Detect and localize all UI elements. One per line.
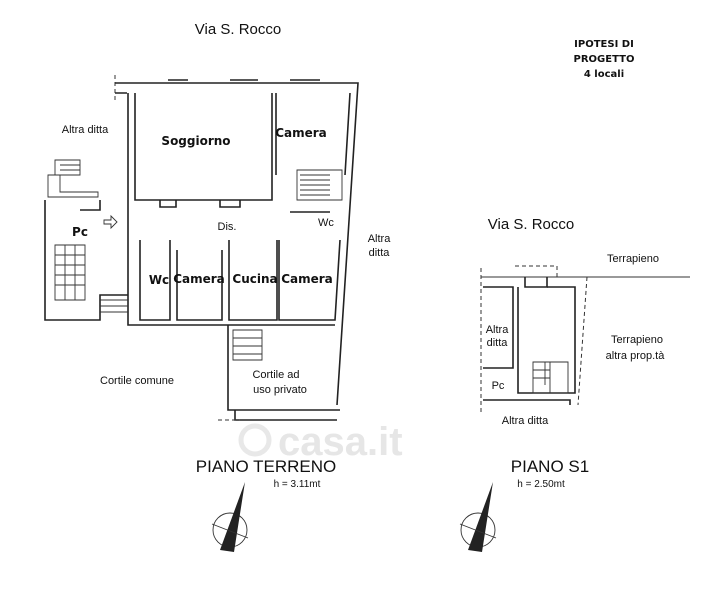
project-note: 4 locali [584, 69, 624, 80]
courtyard-label: uso privato [253, 384, 307, 396]
svg-text:casa.it: casa.it [278, 420, 403, 464]
neighbor-label: Altra [368, 233, 392, 245]
watermark: casa.it [238, 420, 403, 464]
entrance-arrow-icon [103, 214, 118, 230]
area-label: Terrapieno [611, 334, 663, 346]
floor-height: h = 2.50mt [517, 479, 565, 490]
room-label: Camera [275, 126, 327, 140]
floor-title: PIANO TERRENO [196, 457, 336, 476]
north-arrow-icon [459, 482, 497, 552]
room-label: Dis. [218, 221, 237, 233]
floor-height: h = 3.11mt [274, 479, 321, 490]
north-arrow-icon [211, 482, 249, 552]
area-label: altra prop.tà [606, 350, 666, 362]
neighbor-label: ditta [487, 337, 509, 349]
project-note: PROGETTO [574, 54, 635, 65]
neighbor-label: Altra [486, 324, 510, 336]
room-label: Wc [318, 217, 334, 229]
courtyard-label: Cortile comune [100, 375, 174, 387]
street-label: Via S. Rocco [195, 21, 281, 38]
project-note: IPOTESI DI [574, 39, 634, 50]
room-label: Camera [173, 272, 225, 286]
basement-plan [480, 265, 690, 412]
room-label: Wc [149, 273, 169, 287]
room-label: Camera [281, 272, 333, 286]
floor-title: PIANO S1 [511, 457, 589, 476]
ground-floor-plan [44, 75, 359, 421]
neighbor-label: ditta [369, 247, 391, 259]
neighbor-label: Altra ditta [62, 124, 109, 136]
room-label: Cucina [232, 272, 277, 286]
area-label: Terrapieno [607, 253, 659, 265]
street-label: Via S. Rocco [488, 216, 574, 233]
courtyard-label: Cortile ad [252, 369, 299, 381]
room-label: Pc [492, 380, 505, 392]
neighbor-label: Altra ditta [502, 415, 549, 427]
room-label: Pc [72, 225, 88, 239]
room-label: Soggiorno [161, 134, 230, 148]
